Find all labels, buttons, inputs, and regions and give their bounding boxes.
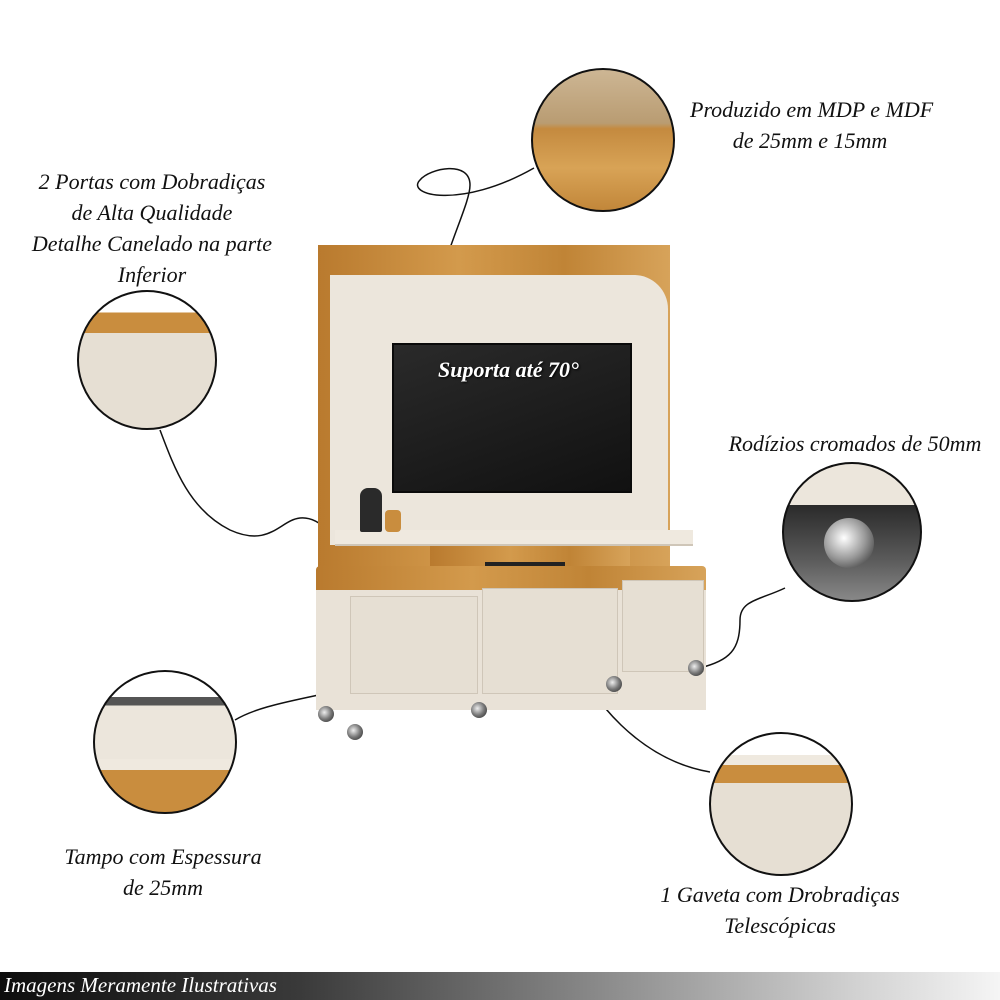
material-detail-circle bbox=[531, 68, 675, 212]
caption-line: 2 Portas com Dobradiças bbox=[38, 169, 266, 194]
caption-line: 1 Gaveta com Drobradiças bbox=[660, 882, 900, 907]
caption-line: de 25mm bbox=[122, 875, 204, 900]
door-left bbox=[350, 596, 478, 694]
drawer-center bbox=[482, 588, 618, 694]
caption-line: Rodízios cromados de 50mm bbox=[728, 431, 982, 456]
television: Suporta até 70° bbox=[392, 343, 632, 493]
footer-banner: Imagens Meramente Ilustrativas bbox=[0, 972, 1000, 1000]
caption-top: Tampo com Espessura de 25mm bbox=[13, 841, 313, 903]
top-detail-circle bbox=[93, 670, 237, 814]
door-right bbox=[622, 580, 704, 672]
wheel bbox=[347, 724, 363, 740]
caption-line: Produzido em MDP e MDF bbox=[690, 97, 934, 122]
caption-material: Produzido em MDP e MDF de 25mm e 15mm bbox=[690, 94, 934, 156]
wheel bbox=[471, 702, 487, 718]
caption-doors: 2 Portas com Dobradiças de Alta Qualidad… bbox=[2, 166, 302, 290]
shelf bbox=[335, 530, 693, 546]
caption-line: Inferior bbox=[117, 262, 187, 287]
vase-2 bbox=[385, 510, 401, 532]
caption-line: Detalhe Canelado na parte bbox=[31, 231, 273, 256]
caption-line: de 25mm e 15mm bbox=[732, 128, 888, 153]
caption-line: de Alta Qualidade bbox=[71, 200, 233, 225]
wheel-detail-circle bbox=[782, 462, 922, 602]
drawer-detail-circle bbox=[709, 732, 853, 876]
wheel bbox=[688, 660, 704, 676]
caption-line: Telescópicas bbox=[724, 913, 836, 938]
caption-line: Tampo com Espessura bbox=[64, 844, 262, 869]
door-detail-circle bbox=[77, 290, 217, 430]
wheel bbox=[606, 676, 622, 692]
vase-1 bbox=[360, 488, 382, 532]
caption-drawer: 1 Gaveta com Drobradiças Telescópicas bbox=[630, 879, 930, 941]
tv-support-label: Suporta até 70° bbox=[438, 357, 579, 382]
wheel bbox=[318, 706, 334, 722]
caption-wheels: Rodízios cromados de 50mm bbox=[705, 428, 1000, 459]
footer-disclaimer: Imagens Meramente Ilustrativas bbox=[4, 973, 277, 997]
